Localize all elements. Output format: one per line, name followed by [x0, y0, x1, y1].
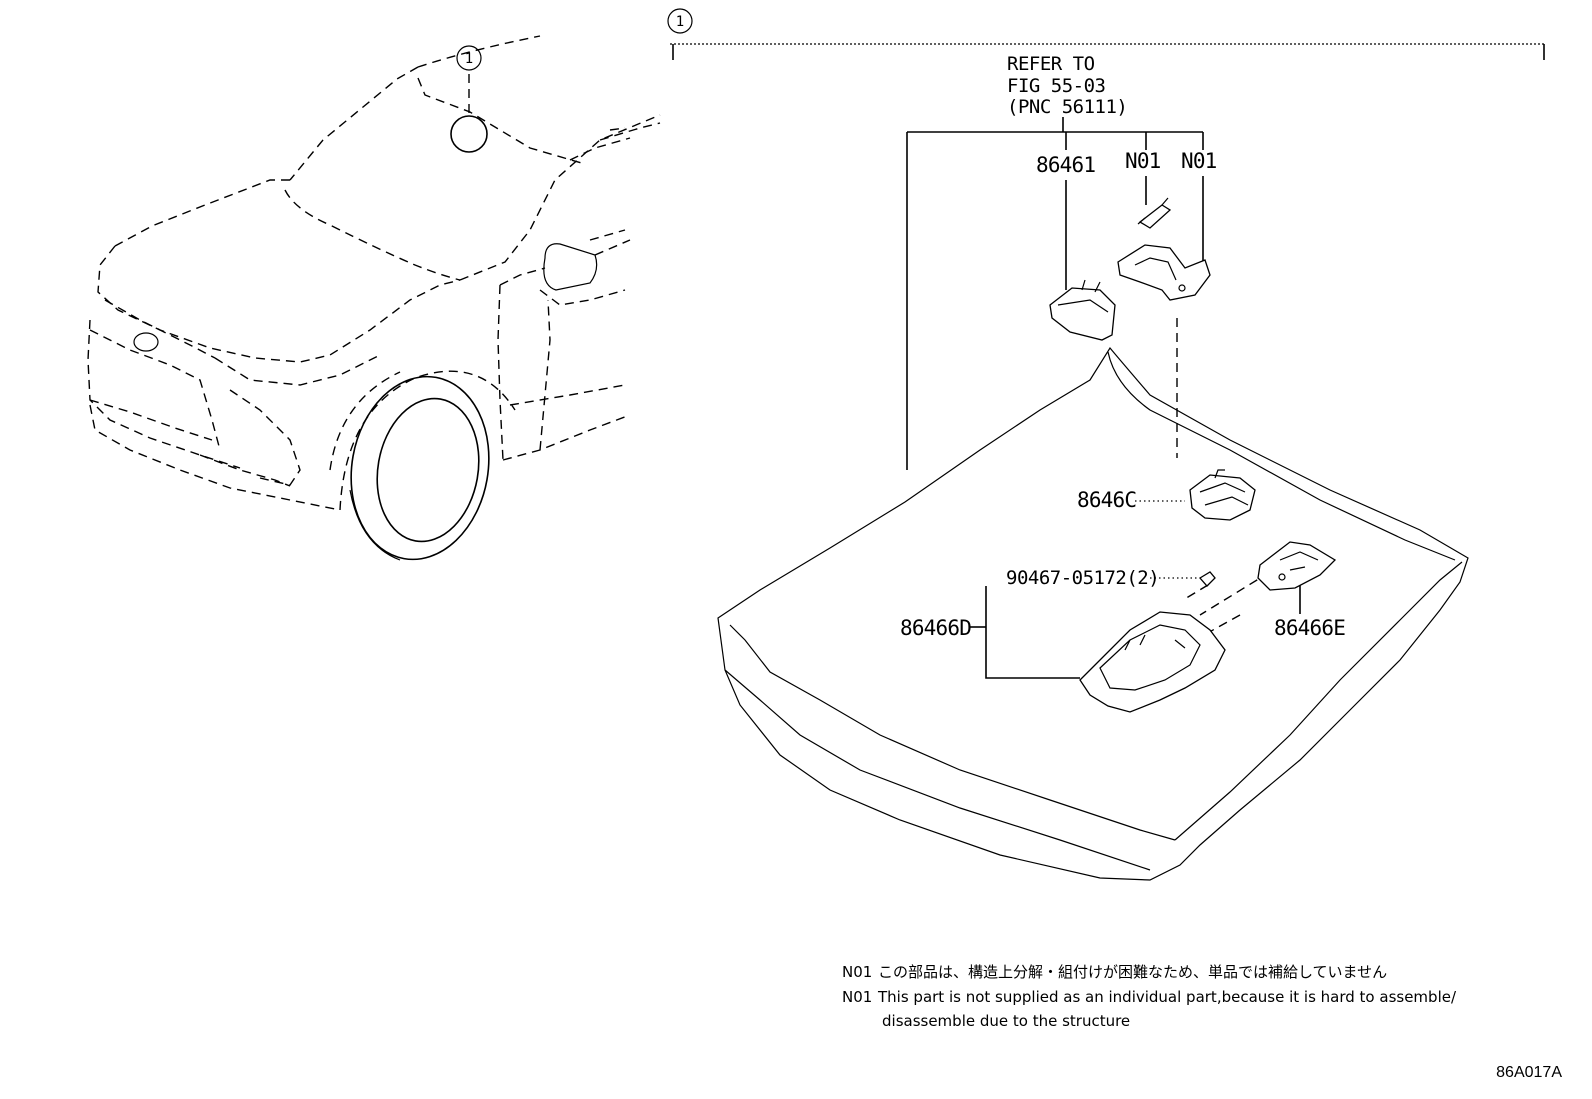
part-86466D-cover — [1079, 611, 1226, 713]
refer-to-block: REFER TO FIG 55-03 (PNC 56111) — [906, 53, 1204, 470]
note-jp-code: N01 — [842, 963, 872, 981]
callout-number-right: 1 — [676, 14, 684, 30]
note-en-code: N01 — [842, 988, 872, 1006]
part-86466E-cover — [1257, 541, 1337, 591]
notes: N01 この部品は、構造上分解・組付けが困難なため、単品では補給していません N… — [842, 963, 1457, 1030]
part-label-n01-a: N01 — [1125, 149, 1161, 173]
part-90467-clip — [1198, 571, 1216, 587]
part-86461-cover — [1049, 279, 1116, 341]
note-jp-text: この部品は、構造上分解・組付けが困難なため、単品では補給していません — [878, 963, 1387, 981]
refer-line-2: FIG 55-03 — [1007, 75, 1106, 97]
assembly-bracket: 1 — [667, 8, 1545, 60]
refer-line-3: (PNC 56111) — [1007, 96, 1127, 118]
part-n01-bracket — [1117, 244, 1211, 301]
note-en-text-line1: This part is not supplied as an individu… — [877, 988, 1457, 1006]
callout-number-left: 1 — [465, 51, 473, 67]
part-labels: 86461 N01 N01 8646C 90467-05172(2) 86466… — [900, 149, 1346, 640]
refer-line-1: REFER TO — [1007, 53, 1095, 75]
hood-panel — [717, 346, 1469, 881]
callout-circle-left — [456, 45, 482, 71]
vehicle-overview: 1 — [87, 35, 661, 561]
part-label-90467-05172: 90467-05172(2) — [1006, 567, 1159, 589]
assembly-guides — [1176, 318, 1271, 641]
part-label-n01-b: N01 — [1181, 149, 1217, 173]
callout-circle-right — [667, 8, 693, 34]
part-label-8646C: 8646C — [1077, 488, 1136, 512]
part-label-86461: 86461 — [1036, 153, 1095, 177]
camera-location-marker — [450, 115, 488, 153]
part-n01-clip — [1137, 197, 1172, 229]
part-8646C-camera — [1189, 469, 1256, 521]
part-label-86466D: 86466D — [900, 616, 971, 640]
part-label-86466E: 86466E — [1274, 616, 1345, 640]
note-en-text-line2: disassemble due to the structure — [882, 1012, 1130, 1030]
figure-code: 86A017A — [1496, 1064, 1562, 1081]
leader-lines — [970, 176, 1301, 679]
